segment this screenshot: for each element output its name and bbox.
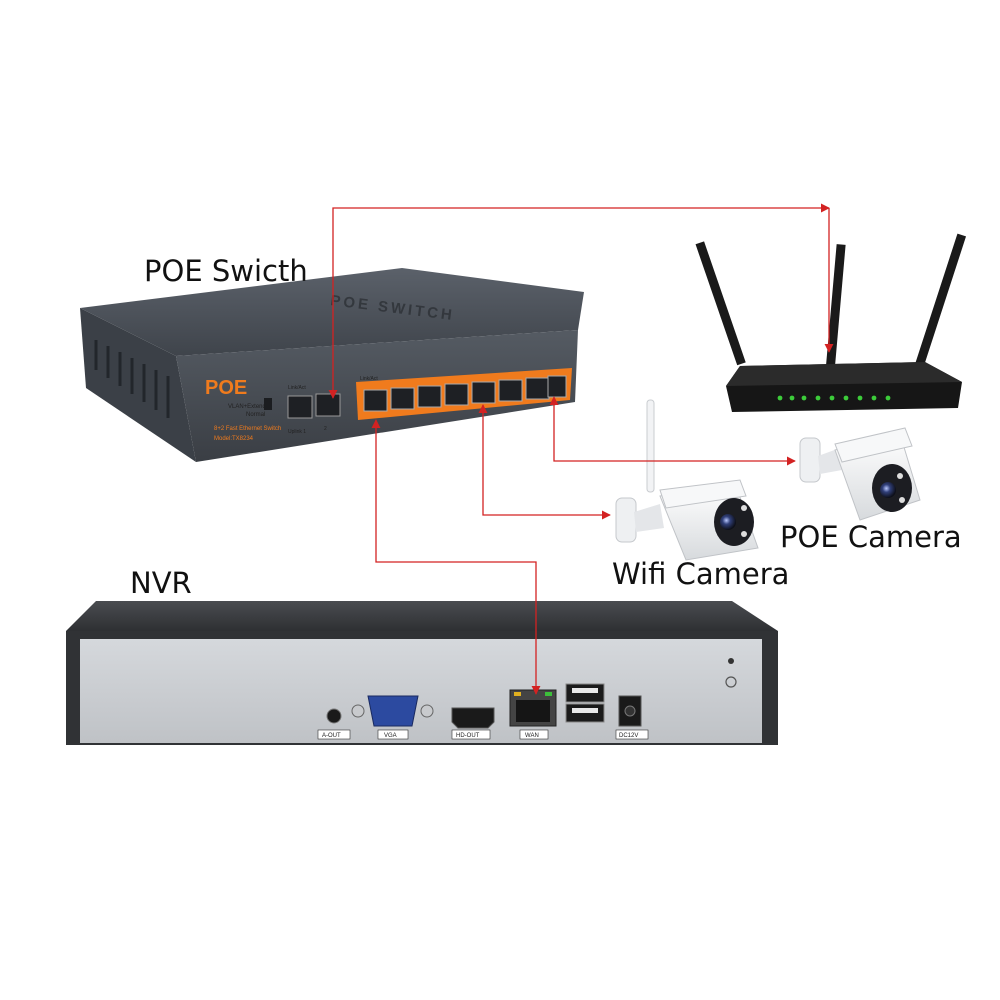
wan-label: WAN (525, 733, 539, 739)
poe-port-1[interactable] (363, 389, 388, 412)
poe-camera (799, 427, 921, 521)
poe-switch: POE SWITCH POE VLAN+Extend Normal 8+2 Fa… (80, 268, 584, 462)
poe-camera-visor (834, 427, 913, 463)
hdmi-tag (451, 729, 491, 740)
audio-out-tag (317, 729, 351, 740)
uplink-port-2[interactable] (315, 393, 341, 417)
vga-screw-icon (351, 704, 365, 718)
wifi-camera (615, 399, 759, 561)
usb-tongue (572, 708, 598, 713)
wire-switch-to-router (328, 203, 830, 399)
dc-power-tag (615, 729, 649, 740)
switch-mode-on-label: VLAN+Extend (228, 404, 266, 410)
poe-camera-mount (799, 437, 821, 483)
router (695, 233, 967, 412)
wifi-camera-visor (659, 479, 747, 509)
wifi-camera-ir-led-icon (741, 531, 747, 537)
nvr-ground-screw-icon (725, 676, 737, 688)
poe-port-2[interactable] (390, 387, 415, 410)
nvr-front-panel (80, 639, 762, 743)
wifi-camera-mount (615, 497, 637, 543)
connection-lines (328, 203, 834, 695)
wan-tag (519, 729, 549, 740)
switch-poe-group-label: Link/Act (360, 376, 378, 382)
wan-port-socket (516, 700, 550, 722)
nvr-label: NVR (130, 566, 192, 600)
poe-port-7[interactable] (525, 377, 550, 400)
switch-model: Model:TX8234 (214, 436, 254, 442)
audio-out-jack[interactable] (326, 708, 342, 724)
poe-port-4[interactable] (444, 383, 469, 406)
wifi-camera-lens-icon (720, 514, 736, 530)
router-antenna-center (826, 244, 846, 367)
wan-led-icon (545, 692, 552, 696)
router-antenna-left (695, 241, 746, 366)
nvr-top (66, 601, 778, 631)
uplink-port-1-label: Uplink 1 (288, 429, 306, 435)
wifi-camera-ir-led-icon (741, 505, 747, 511)
switch-uplink-ports: Uplink 1 2 (287, 393, 341, 435)
poe-camera-label: POE Camera (780, 520, 962, 554)
switch-vents (94, 340, 170, 418)
wire-switch-to-poe-camera (549, 396, 796, 466)
switch-brand: POE (205, 377, 247, 399)
poe-port-3[interactable] (417, 385, 442, 408)
usb-tongue (572, 688, 598, 693)
dc-power-pin (624, 705, 636, 717)
wan-led-icon (514, 692, 521, 696)
audio-out-label: A-OUT (322, 733, 341, 739)
wifi-camera-label: Wifi Camera (612, 557, 789, 591)
uplink-port-1[interactable] (287, 395, 313, 419)
switch-mode-off-label: Normal (246, 412, 265, 418)
vga-label: VGA (384, 733, 397, 739)
router-antenna-right (914, 233, 967, 370)
nvr-indicator-dot (728, 658, 734, 664)
nvr: A-OUT VGA HD-OUT WAN DC12V (66, 601, 778, 745)
wifi-camera-antenna (646, 399, 655, 493)
router-top-face (726, 362, 962, 386)
poe-camera-lens-icon (880, 482, 896, 498)
poe-port-6[interactable] (498, 379, 523, 402)
switch-label: POE Swicth (144, 254, 308, 288)
vga-port[interactable] (367, 695, 419, 727)
wire-switch-to-nvr (371, 419, 541, 695)
uplink-port-2-label: 2 (324, 426, 327, 432)
wire-switch-to-wifi-camera (478, 404, 611, 520)
hdmi-label: HD-OUT (456, 733, 480, 739)
dc-power-label: DC12V (619, 733, 638, 739)
poe-port-5[interactable] (471, 381, 496, 404)
wifi-camera-bracket (634, 504, 664, 532)
switch-uplink-group-label: Link/Act (288, 385, 306, 391)
switch-mode-toggle[interactable] (264, 398, 272, 410)
hdmi-port[interactable] (451, 707, 495, 729)
poe-port-8[interactable] (547, 375, 567, 398)
poe-camera-ir-led-icon (897, 473, 903, 479)
poe-camera-ir-led-icon (899, 497, 905, 503)
vga-tag (377, 729, 409, 740)
switch-description: 8+2 Fast Ethernet Switch (214, 426, 281, 432)
vga-screw-icon (420, 704, 434, 718)
poe-camera-bracket (818, 448, 842, 474)
